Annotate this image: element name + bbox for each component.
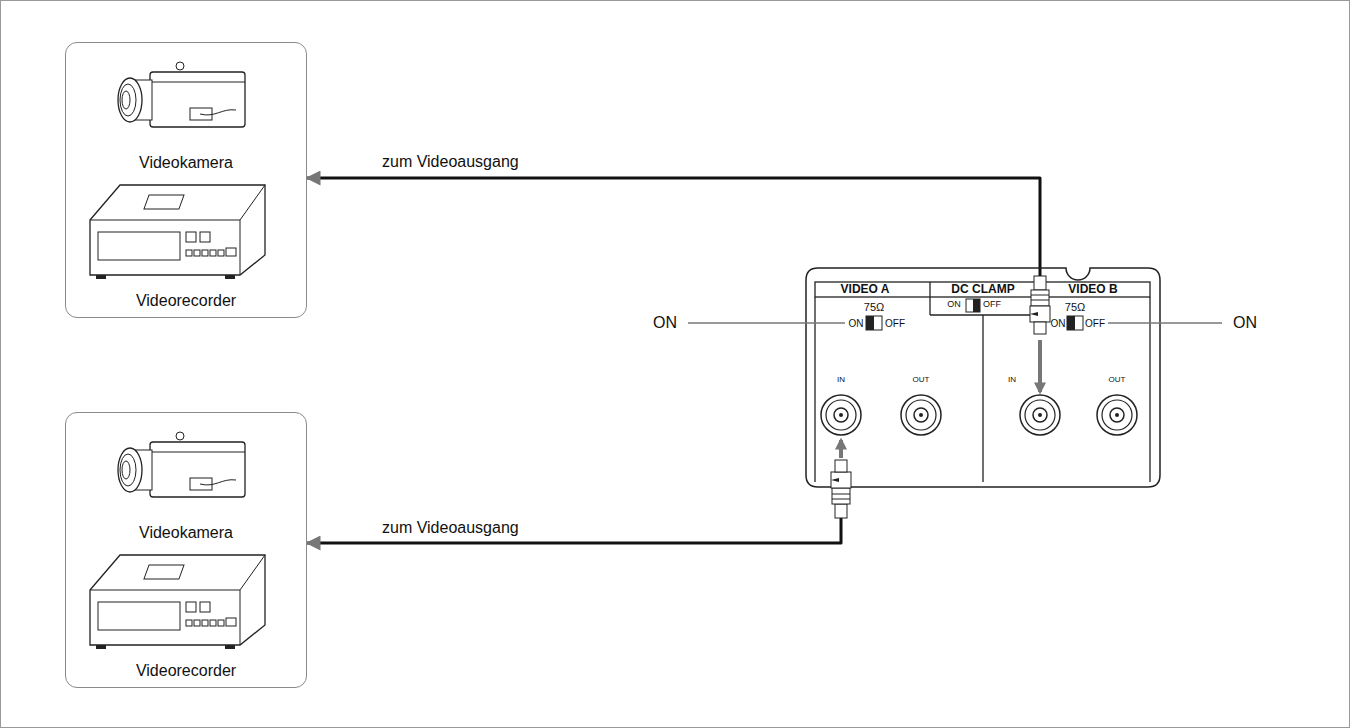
node-text: 75Ω xyxy=(1065,301,1085,313)
node-text: Videokamera xyxy=(139,154,233,172)
node-text: ON xyxy=(947,300,961,310)
node-text: OUT xyxy=(913,376,930,385)
node-text: Videorecorder xyxy=(136,662,236,680)
node-text: ON xyxy=(849,318,864,329)
panel-outline xyxy=(806,268,1160,487)
device-box: VideokameraVideorecorder xyxy=(65,42,307,318)
insert-arrow xyxy=(839,440,843,458)
node-text: ON xyxy=(1051,318,1066,329)
bnc-jack xyxy=(901,395,941,435)
panel-lines xyxy=(815,282,1150,482)
node-text: OFF xyxy=(885,318,905,329)
bnc-jack xyxy=(1097,395,1137,435)
node-text: VIDEO A xyxy=(841,283,890,296)
clamp-section: DC CLAMP ON OFF xyxy=(930,282,1036,315)
node-text: OFF xyxy=(983,300,1001,310)
device-box: VideokameraVideorecorder xyxy=(65,412,307,688)
video-cable xyxy=(307,178,1040,282)
camera-icon xyxy=(118,432,245,497)
node-text: IN xyxy=(1008,376,1016,385)
node-text: Videokamera xyxy=(139,524,233,542)
node-text: IN xyxy=(837,376,845,385)
bnc-plug xyxy=(1030,276,1050,334)
callout-label: ON xyxy=(653,314,677,332)
node-text: OFF xyxy=(1085,318,1105,329)
bnc-plug xyxy=(831,460,851,518)
node-text: OUT xyxy=(1109,376,1126,385)
leader-line xyxy=(1108,322,1222,324)
node-text: Videorecorder xyxy=(136,292,236,310)
cable-label: zum Videoausgang xyxy=(380,153,521,171)
node-text: DC CLAMP xyxy=(951,283,1014,296)
cable-label: zum Videoausgang xyxy=(380,519,521,537)
leader-line xyxy=(688,322,845,324)
node-text: VIDEO B xyxy=(1068,283,1117,296)
bnc-jack xyxy=(1020,395,1060,435)
bnc-jack xyxy=(821,395,861,435)
input-section: VIDEO B 75Ω ON OFF IN OUT xyxy=(983,282,1150,482)
camera-icon xyxy=(118,62,245,127)
input-section: VIDEO A75ΩONOFFINOUT xyxy=(815,282,983,482)
vcr-icon xyxy=(90,185,265,279)
insert-arrow xyxy=(1038,340,1042,392)
vcr-icon xyxy=(90,555,265,649)
callout-label: ON xyxy=(1233,314,1257,332)
node-text: 75Ω xyxy=(864,301,884,313)
video-cable xyxy=(307,482,841,543)
